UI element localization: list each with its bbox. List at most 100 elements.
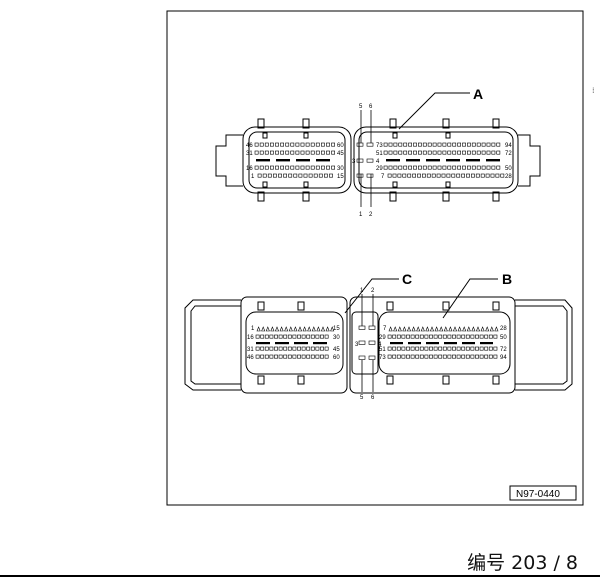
pin-cavity [398, 165, 403, 170]
pin-cavity [437, 150, 442, 155]
top-center-top-2: 6 [369, 104, 373, 110]
pin-cavity [310, 142, 315, 147]
pin-cavity [280, 165, 285, 170]
pin-cavity [275, 150, 279, 155]
pin-cavity [407, 173, 412, 178]
top-left-r3-left: 16 [246, 166, 253, 172]
pin-cavity [452, 326, 458, 332]
pin-cavity [383, 165, 388, 170]
top-right-r3-right: 50 [505, 166, 512, 172]
pin-cavity [438, 334, 443, 339]
callout-b: B [442, 271, 512, 319]
pin-cavity [257, 173, 262, 178]
pin-cavity [448, 326, 453, 332]
figure-reference: N97-0440 [509, 485, 577, 501]
pin-cavity [366, 158, 374, 163]
pin-cavity [462, 150, 466, 155]
pin-cavity [398, 150, 403, 155]
pin-cavity [486, 142, 491, 147]
pin-cavity [415, 354, 420, 359]
pin-cavity [269, 165, 274, 170]
pin-cavity [466, 326, 471, 332]
pin-cavity [393, 165, 398, 170]
pin-cavity [427, 165, 432, 170]
scrollbar-grip-icon[interactable]: ⁞ [592, 86, 595, 95]
pin-divider [444, 342, 457, 345]
pin-cavity [413, 165, 417, 170]
pin-cavity [494, 326, 499, 332]
pin-cavity [262, 173, 267, 178]
pin-cavity [432, 150, 437, 155]
pin-cavity [254, 150, 259, 155]
pin-cavity [280, 150, 285, 155]
bot-center-mid-2: 4 [378, 342, 382, 348]
bot-left-r1-left: 1 [251, 326, 255, 332]
pin-cavity [331, 150, 336, 155]
pin-cavity [269, 346, 274, 351]
pin-cavity [267, 173, 272, 178]
pin-cavity [269, 150, 274, 155]
pin-cavity [397, 173, 402, 178]
pin-cavity [269, 334, 274, 339]
bot-right-r3-right: 72 [500, 347, 507, 353]
pin-cavity [447, 334, 452, 339]
pin-divider [294, 342, 308, 345]
pin-cavity [465, 334, 470, 339]
pin-divider [316, 159, 330, 162]
pin-cavity [274, 346, 278, 351]
pin-cavity [387, 334, 392, 339]
bot-right-r1-left: 7 [383, 326, 387, 332]
bottom-connector-pins [255, 325, 499, 360]
pin-cavity [406, 346, 410, 351]
pin-cavity [434, 326, 439, 332]
pin-cavity [438, 354, 443, 359]
figure-frame [166, 10, 584, 506]
pin-cavity [401, 334, 406, 339]
pin-cavity [452, 334, 456, 339]
pin-cavity [415, 346, 420, 351]
pin-cavity [456, 173, 461, 178]
pin-cavity [490, 173, 495, 178]
pin-cavity [278, 354, 283, 359]
pin-cavity [301, 346, 306, 351]
pin-cavity [301, 354, 306, 359]
pin-cavity [265, 326, 270, 332]
pin-divider [386, 159, 400, 162]
pin-divider [313, 342, 327, 345]
pin-cavity [429, 334, 433, 339]
pin-cavity [432, 142, 437, 147]
pin-cavity [255, 354, 260, 359]
bot-left-r1-right: 15 [333, 326, 340, 332]
top-left-r1-right: 60 [337, 143, 344, 149]
pin-cavity [417, 142, 422, 147]
callout-c: C [344, 271, 412, 314]
pin-cavity [470, 346, 475, 351]
pin-cavity [410, 354, 415, 359]
pin-cavity [290, 142, 295, 147]
pin-cavity [396, 354, 401, 359]
pin-cavity [306, 346, 311, 351]
pin-cavity [392, 173, 397, 178]
pin-cavity [392, 354, 397, 359]
pin-cavity [402, 326, 407, 332]
top-center-mid-2: 4 [376, 159, 380, 165]
top-left-r2-right: 45 [337, 151, 344, 157]
pin-cavity [415, 334, 420, 339]
pin-cavity [293, 173, 298, 178]
pin-cavity [406, 354, 410, 359]
pin-cavity [419, 334, 424, 339]
pin-cavity [447, 354, 452, 359]
pin-cavity [320, 354, 324, 359]
pin-cavity [297, 334, 301, 339]
pin-cavity [329, 173, 333, 178]
pin-cavity [424, 334, 429, 339]
bot-right-r4-right: 94 [500, 355, 507, 361]
top-right-r1-left: 73 [376, 143, 383, 149]
pin-cavity [392, 346, 397, 351]
pin-cavity [315, 142, 320, 147]
pin-cavity [488, 354, 493, 359]
pin-cavity [491, 150, 496, 155]
pin-cavity [486, 165, 491, 170]
pin-cavity [315, 354, 320, 359]
